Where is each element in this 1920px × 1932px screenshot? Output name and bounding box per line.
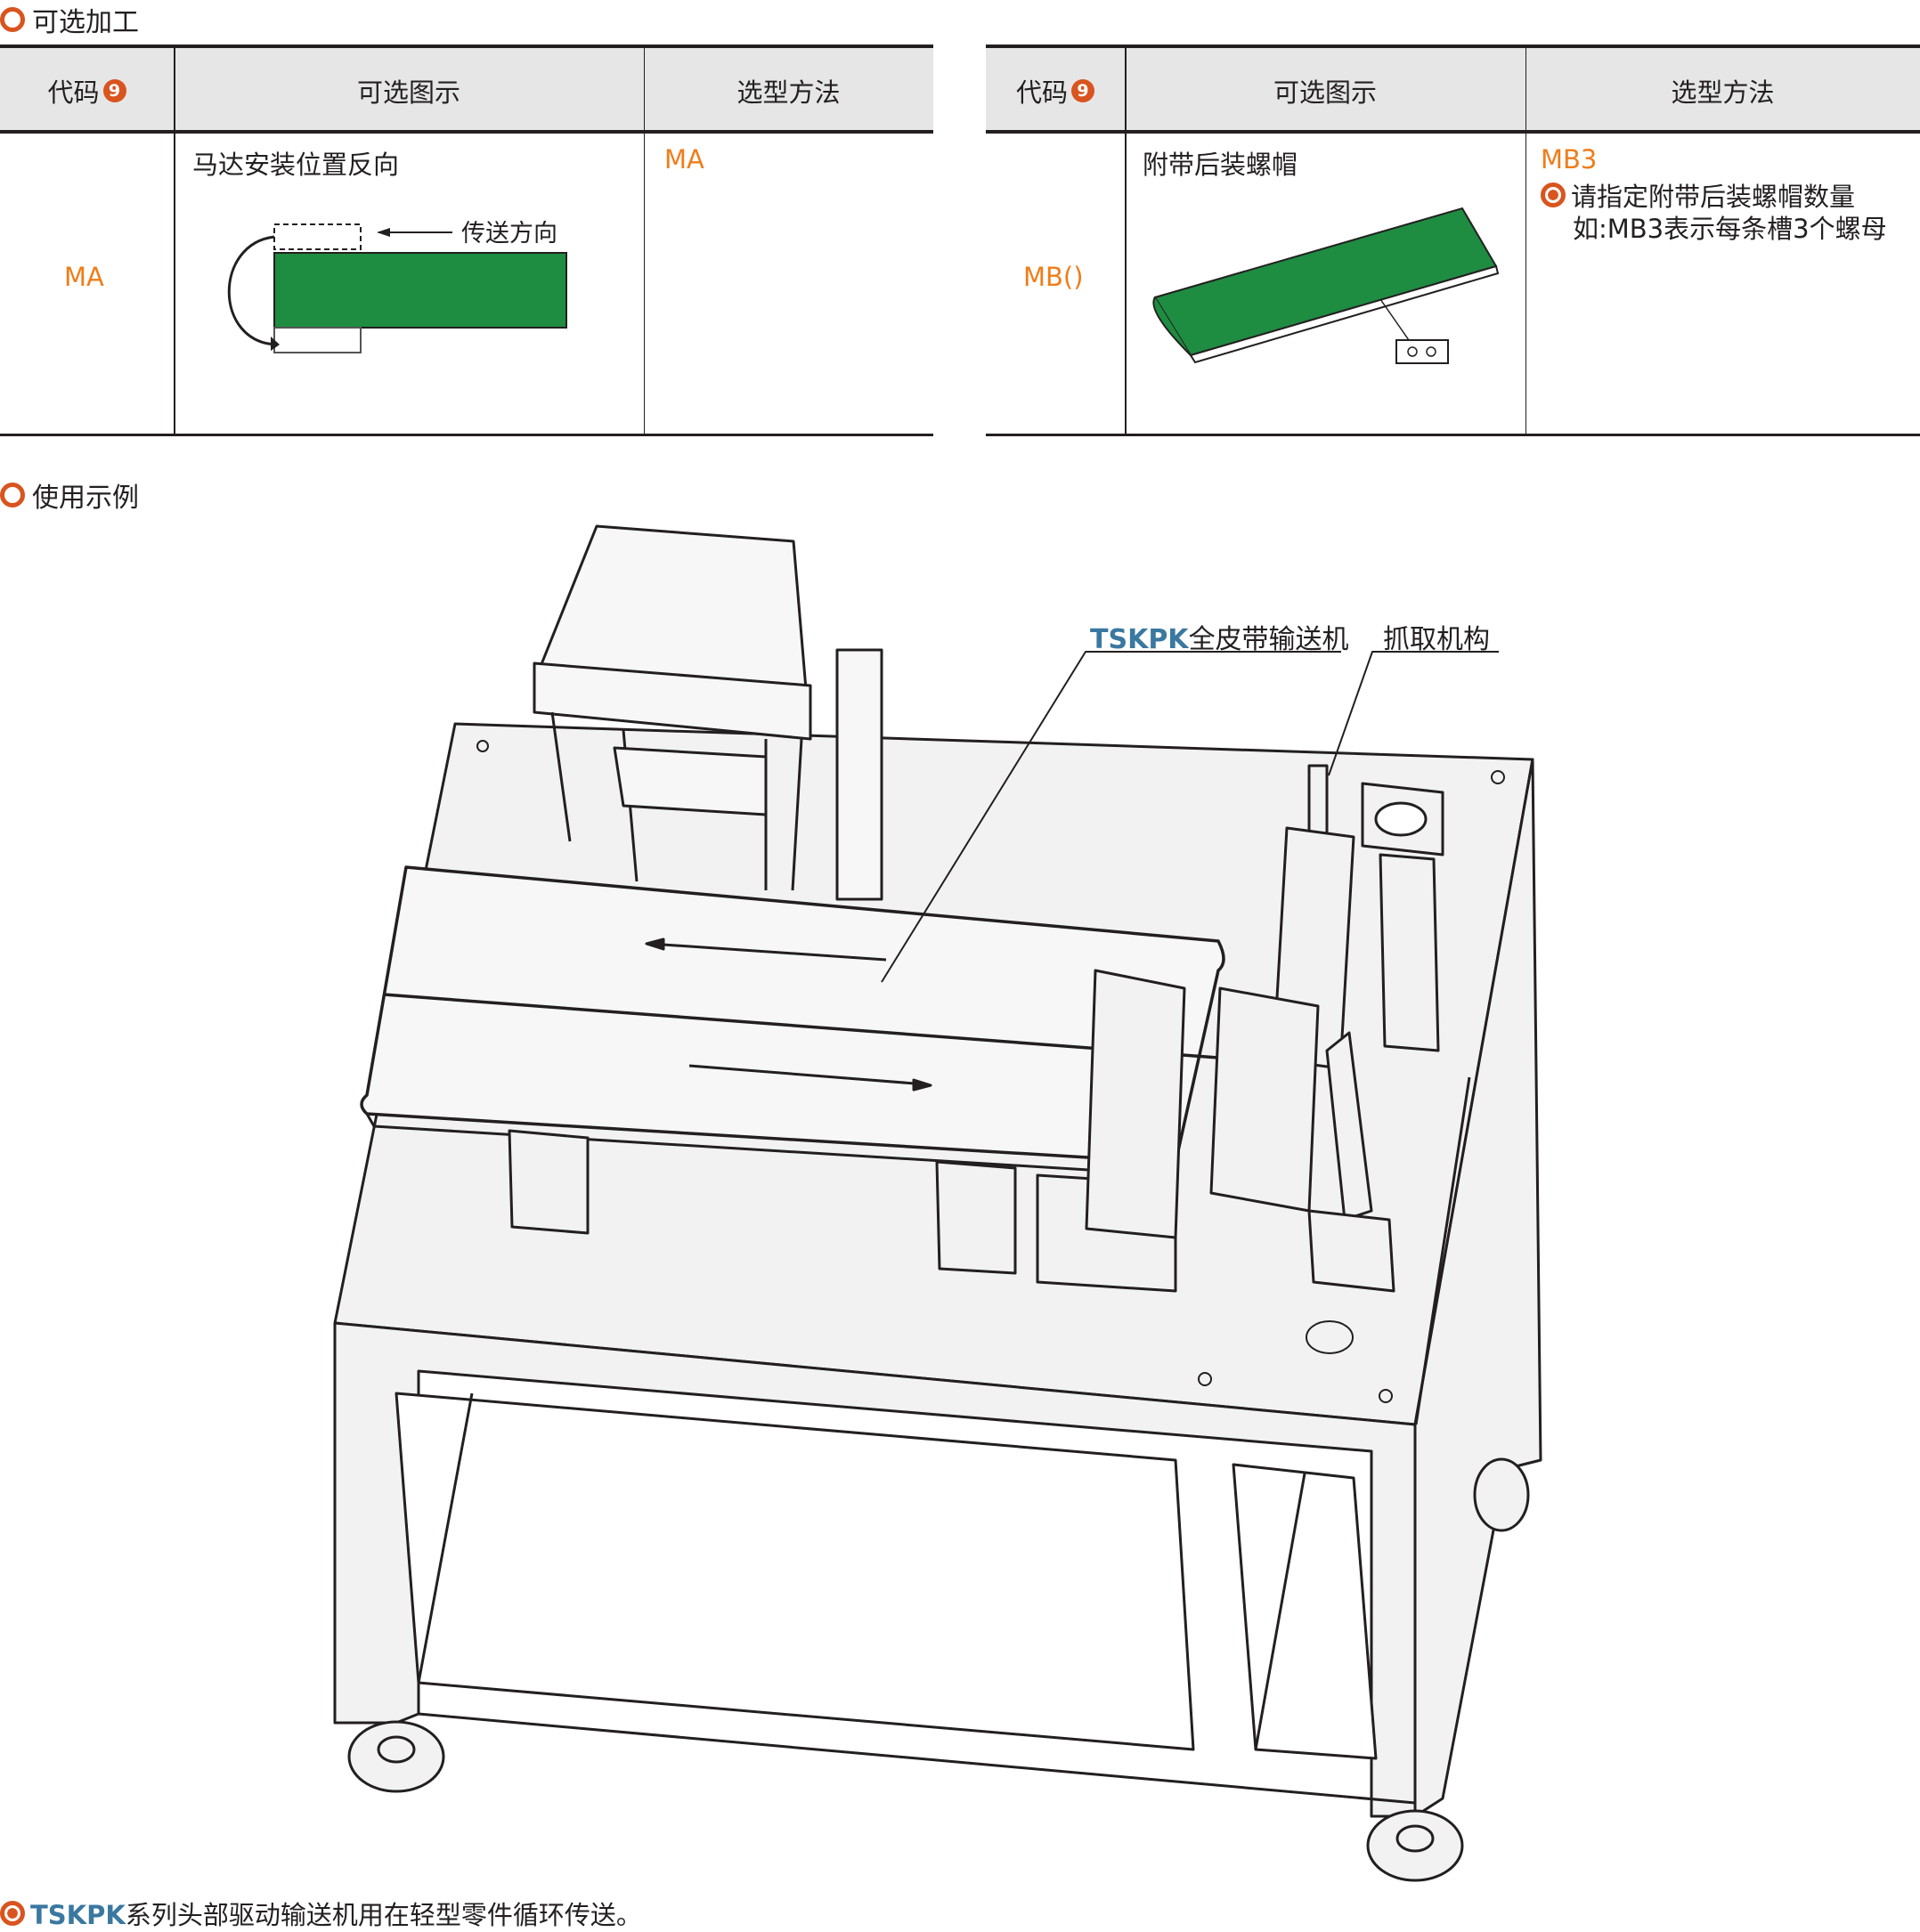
table-header	[0, 48, 933, 134]
selection-example: 如:MB3表示每条槽3个螺母	[1573, 214, 1887, 244]
column-divider	[174, 48, 175, 434]
option-description: 马达安装位置反向	[192, 150, 400, 180]
header-diagram: 可选图示	[1273, 77, 1377, 108]
pick-mechanism	[1085, 764, 1444, 1293]
leveling-feet	[347, 1457, 1530, 1882]
circle-bullet-icon	[0, 483, 25, 507]
table-header	[986, 48, 1920, 134]
conveying-direction-label: 传送方向	[461, 220, 557, 248]
option-code: MB()	[1023, 262, 1084, 292]
callout-pick-mechanism: 抓取机构	[1383, 624, 1490, 655]
section-title-optional-processing: 可选加工	[0, 0, 139, 39]
column-divider	[1125, 48, 1127, 434]
number-badge: 9	[1071, 79, 1094, 102]
section-title-text: 使用示例	[32, 483, 139, 514]
selection-note: 请指定附带后装螺帽数量	[1541, 176, 1855, 214]
hopper-feeder	[533, 524, 883, 901]
callout-leaders	[881, 651, 1499, 983]
number-badge: 9	[102, 79, 126, 102]
header-method: 选型方法	[1671, 77, 1775, 108]
option-code: MA	[64, 262, 104, 292]
motor-reverse-diagram	[227, 223, 567, 353]
selection-method: MB3	[1541, 144, 1598, 175]
bullet-icon	[0, 1901, 25, 1926]
section-title-text: 可选加工	[32, 7, 139, 38]
bullet-icon	[1541, 183, 1566, 207]
column-divider	[1525, 48, 1526, 434]
selection-method: MA	[664, 144, 704, 175]
brand-text: TSKPK	[30, 1900, 126, 1930]
usage-caption: TSKPK系列头部驱动输送机用在轻型零件循环传送。	[0, 1895, 642, 1932]
circle-bullet-icon	[0, 7, 25, 32]
column-divider	[644, 48, 645, 434]
brand-text: TSKPK	[1090, 624, 1189, 655]
section-title-usage-example: 使用示例	[0, 475, 139, 515]
callout-conveyor: TSKPK全皮带输送机	[1090, 617, 1349, 656]
header-diagram: 可选图示	[356, 77, 460, 108]
option-description: 附带后装螺帽	[1143, 150, 1298, 180]
conveyor	[360, 865, 1225, 1293]
callout-text: 全皮带输送机	[1188, 624, 1349, 655]
caption-text: 系列头部驱动输送机用在轻型零件循环传送。	[125, 1900, 642, 1930]
conveyor-with-nuts-diagram	[1152, 207, 1500, 364]
holes	[476, 740, 1505, 1403]
header-method: 选型方法	[736, 77, 841, 108]
